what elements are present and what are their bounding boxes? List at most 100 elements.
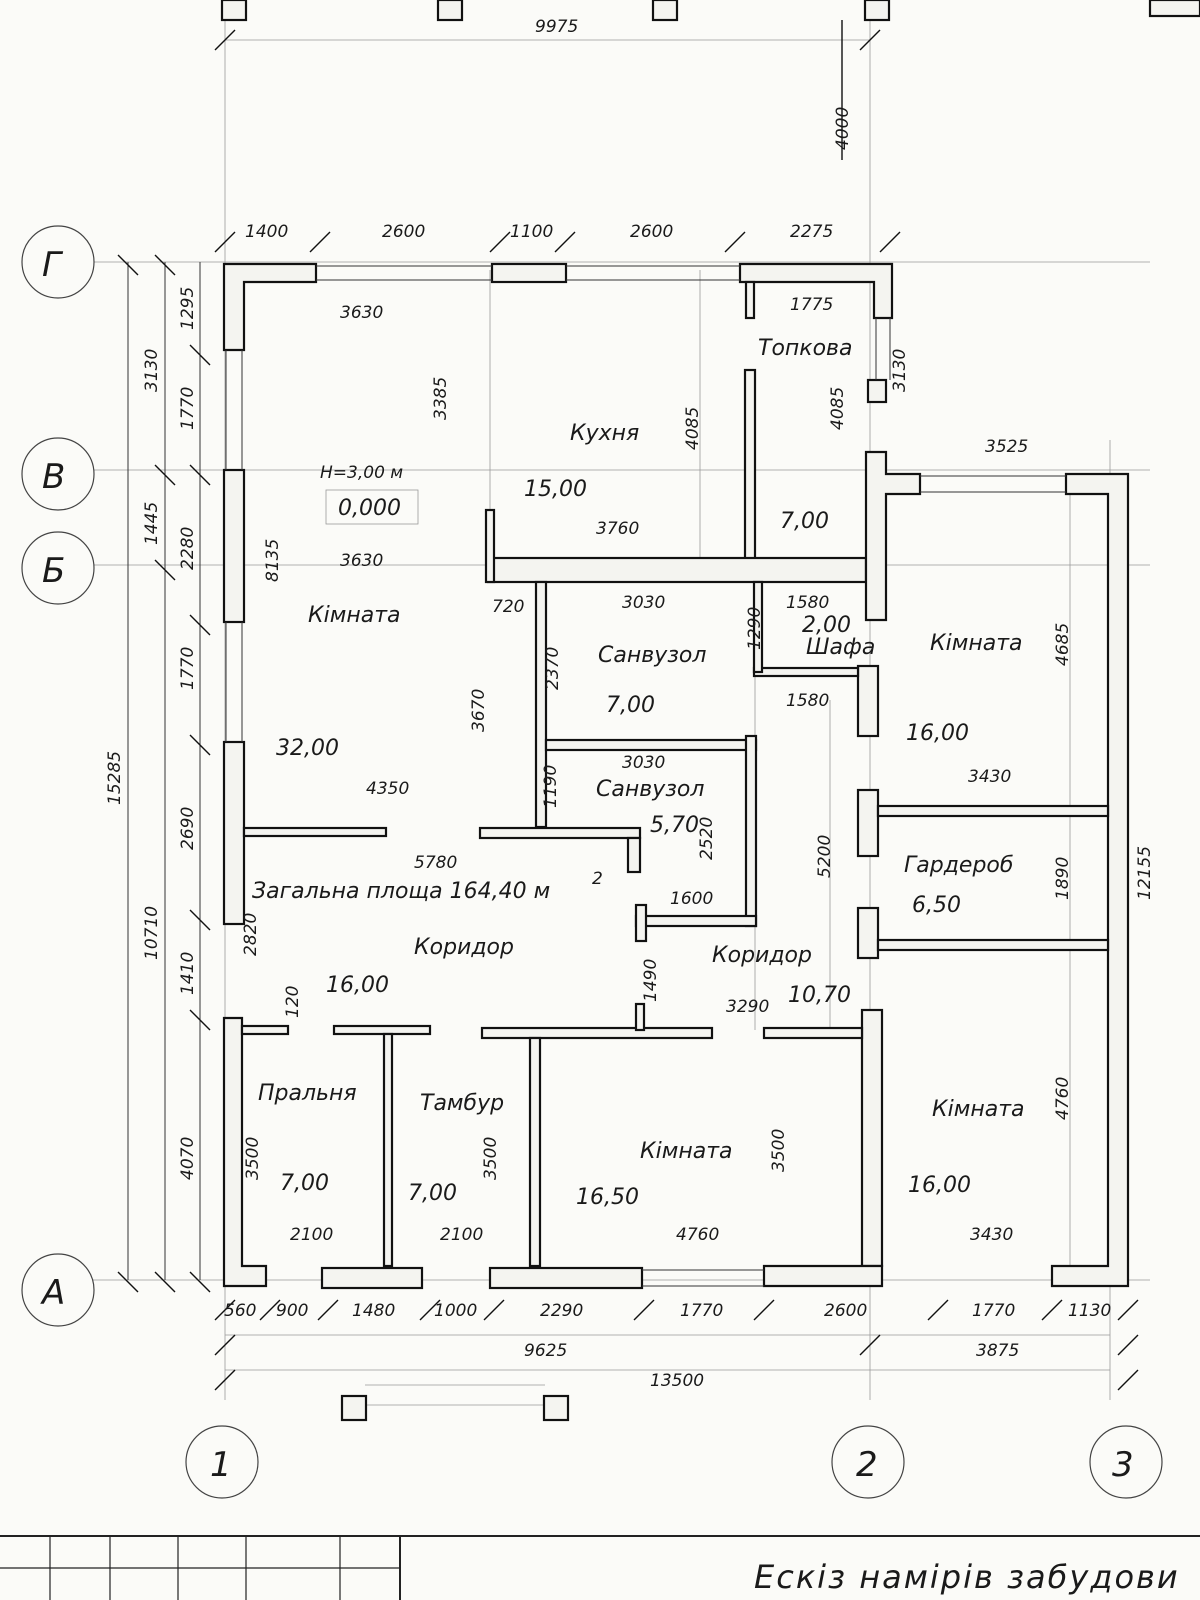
room-area-room-se: 16,00: [908, 1173, 971, 1198]
dim-12155: 12155: [1135, 846, 1155, 900]
dim-3500b: 3500: [481, 1137, 501, 1180]
bottom-dim-3875: 3875: [976, 1341, 1019, 1361]
axis-bubbles-cols: [185, 1425, 1163, 1499]
bottom-dim-560: 560: [224, 1301, 256, 1321]
top-dim-1400: 1400: [245, 222, 288, 242]
bottom-dim-900: 900: [276, 1301, 308, 1321]
dim-3430a: 3430: [968, 767, 1011, 787]
dim-1600: 1600: [670, 889, 713, 909]
dim-4085a: 4085: [683, 407, 703, 450]
room-area-bath2: 5,70: [650, 813, 699, 838]
left-dim-3130: 3130: [142, 349, 162, 392]
bottom-dim-13500: 13500: [650, 1371, 704, 1391]
room-name-garderob: Гардероб: [904, 853, 1013, 878]
left-dim-1770b: 1770: [178, 647, 198, 690]
dim-3630b: 3630: [340, 551, 383, 571]
room-name-corridor1: Коридор: [414, 935, 514, 960]
title-block: [0, 1535, 1200, 1600]
dim-2100a: 2100: [290, 1225, 333, 1245]
dim-3385: 3385: [431, 377, 451, 420]
bottom-dim-1130: 1130: [1068, 1301, 1111, 1321]
top-columns: [214, 0, 1200, 160]
dim-3030b: 3030: [622, 753, 665, 773]
dim-1580b: 1580: [786, 691, 829, 711]
dim-3670: 3670: [469, 689, 489, 732]
ceiling-height: H=3,00 м: [320, 463, 403, 483]
left-dim-10710: 10710: [142, 906, 162, 960]
bottom-dim-lines: [214, 1299, 1139, 1391]
dim-3630a: 3630: [340, 303, 383, 323]
dim-3130r: 3130: [890, 349, 910, 392]
dim-3500a: 3500: [243, 1137, 263, 1180]
room-area-topkova: 7,00: [780, 509, 829, 534]
top-dim-4000: 4000: [833, 107, 853, 150]
axis-label-2: 2: [856, 1445, 878, 1485]
total-area-superscript: 2: [592, 869, 603, 889]
dim-5200: 5200: [815, 835, 835, 878]
room-area-wardrobe-small: 2,00: [802, 613, 851, 638]
room-name-room-s: Кімната: [640, 1139, 733, 1164]
interior-dimensions: 3630 1775 3385 4085 4085 3130 3525 3760 …: [241, 295, 1155, 1245]
dim-1490: 1490: [641, 959, 661, 1002]
room-name-wardrobe-small: Шафа: [806, 635, 875, 660]
room-name-room-ne: Кімната: [930, 631, 1023, 656]
left-dim-4070: 4070: [178, 1137, 198, 1180]
dim-3525: 3525: [985, 437, 1028, 457]
dim-3500c: 3500: [769, 1129, 789, 1172]
left-dim-lines: [117, 254, 211, 1293]
left-dim-2280: 2280: [178, 527, 198, 570]
top-dim-1100: 1100: [510, 222, 553, 242]
room-name-vestibule: Тамбур: [420, 1091, 504, 1116]
room-area-corridor1: 16,00: [326, 973, 389, 998]
level-mark-box: [325, 489, 419, 525]
top-dim-2275: 2275: [790, 222, 833, 242]
top-dim-2600a: 2600: [382, 222, 425, 242]
dim-5780: 5780: [414, 853, 457, 873]
room-area-kitchen: 15,00: [524, 477, 587, 502]
room-area-room-ne: 16,00: [906, 721, 969, 746]
bottom-dim-9625: 9625: [524, 1341, 567, 1361]
axis-label-3: 3: [1112, 1445, 1134, 1485]
dim-4085b: 4085: [828, 387, 848, 430]
windows: [225, 265, 1066, 1287]
bottom-dim-1480: 1480: [352, 1301, 395, 1321]
room-name-topkova: Топкова: [758, 336, 852, 361]
room-name-bath2: Санвузол: [596, 777, 704, 802]
title-block-text: Ескіз намірів забудови: [754, 1558, 1180, 1596]
dim-4760r: 4760: [1053, 1077, 1073, 1120]
total-area-label: Загальна площа 164,40 м: [252, 879, 550, 904]
room-name-room-se: Кімната: [932, 1097, 1025, 1122]
dim-4350: 4350: [366, 779, 409, 799]
bottom-dim-2290: 2290: [540, 1301, 583, 1321]
dim-3760: 3760: [596, 519, 639, 539]
left-dim-15285: 15285: [105, 751, 125, 805]
level-mark: 0,000: [338, 496, 401, 521]
top-dim-2600b: 2600: [630, 222, 673, 242]
left-dim-1295: 1295: [178, 287, 198, 330]
room-name-laundry: Пральня: [258, 1081, 357, 1106]
room-area-corridor2: 10,70: [788, 983, 851, 1008]
room-area-living: 32,00: [276, 736, 339, 761]
axis-label-1: 1: [210, 1445, 232, 1485]
room-area-laundry: 7,00: [280, 1171, 329, 1196]
room-name-living: Кімната: [308, 603, 401, 628]
dim-1290: 1290: [745, 607, 765, 650]
dim-3030a: 3030: [622, 593, 665, 613]
dim-4760b: 4760: [676, 1225, 719, 1245]
room-area-room-s: 16,50: [576, 1185, 639, 1210]
bottom-dim-1770a: 1770: [680, 1301, 723, 1321]
left-dim-1410: 1410: [178, 952, 198, 995]
bottom-dim-1770b: 1770: [972, 1301, 1015, 1321]
left-dim-1445: 1445: [142, 502, 162, 545]
dim-1775: 1775: [790, 295, 833, 315]
dim-120: 120: [283, 986, 303, 1018]
axis-label-g: Г: [42, 245, 64, 285]
axis-label-a: А: [40, 1273, 65, 1313]
dim-1890: 1890: [1053, 857, 1073, 900]
top-dim-9975: 9975: [535, 17, 578, 37]
dim-3430b: 3430: [970, 1225, 1013, 1245]
axis-label-v: В: [42, 457, 65, 497]
dim-8135: 8135: [263, 539, 283, 582]
dim-4685: 4685: [1053, 623, 1073, 666]
